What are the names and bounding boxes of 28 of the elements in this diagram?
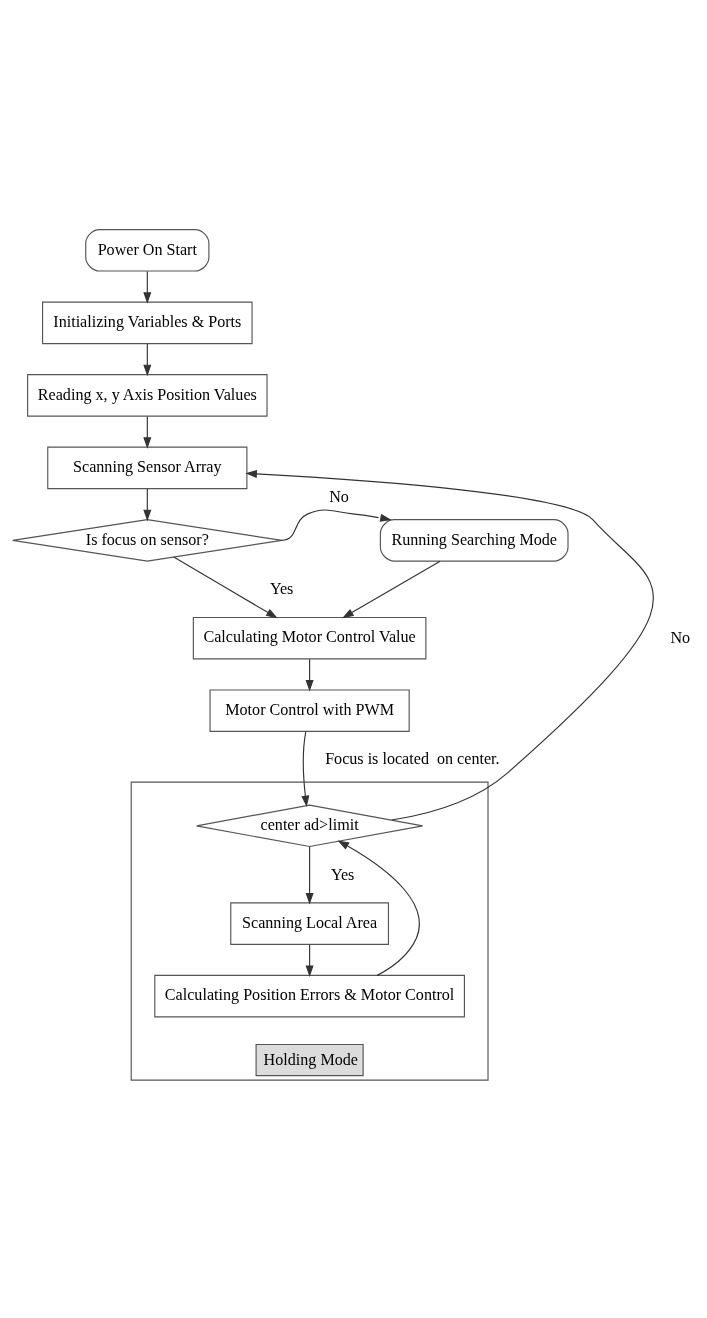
arrow bbox=[245, 469, 654, 821]
node-box: Calculating Position Errors & Motor Control bbox=[154, 974, 465, 1017]
arrow bbox=[143, 415, 152, 449]
arrow bbox=[301, 730, 310, 807]
edge-label: No bbox=[670, 628, 691, 646]
arrow bbox=[342, 560, 441, 618]
arrow bbox=[305, 845, 314, 904]
arrow bbox=[281, 508, 392, 541]
node-box: Initializing Variables & Ports bbox=[42, 301, 253, 344]
node-box: Power On Start bbox=[85, 228, 210, 272]
edge-label: Yes bbox=[269, 579, 294, 597]
arrow bbox=[173, 556, 278, 618]
edge-label: No bbox=[329, 487, 349, 505]
node-box: Running Searching Mode bbox=[379, 518, 569, 562]
node-box: Scanning Local Area bbox=[230, 901, 390, 945]
node-box: Motor Control with PWM bbox=[209, 688, 410, 732]
edge-label: Focus is located on center. bbox=[325, 749, 500, 767]
node-box: Scanning Sensor Array bbox=[47, 446, 248, 489]
node-box: Reading x, y Axis Position Values bbox=[27, 373, 268, 417]
arrow bbox=[143, 270, 152, 304]
arrow bbox=[143, 342, 152, 376]
node-diamond: Is focus on sensor? bbox=[12, 518, 283, 562]
arrow bbox=[305, 943, 314, 977]
arrow bbox=[305, 658, 314, 692]
arrow bbox=[337, 839, 420, 976]
arrow bbox=[143, 487, 152, 521]
node-box: Calculating Motor Control Value bbox=[192, 616, 427, 659]
edge-label: Yes bbox=[330, 865, 355, 883]
